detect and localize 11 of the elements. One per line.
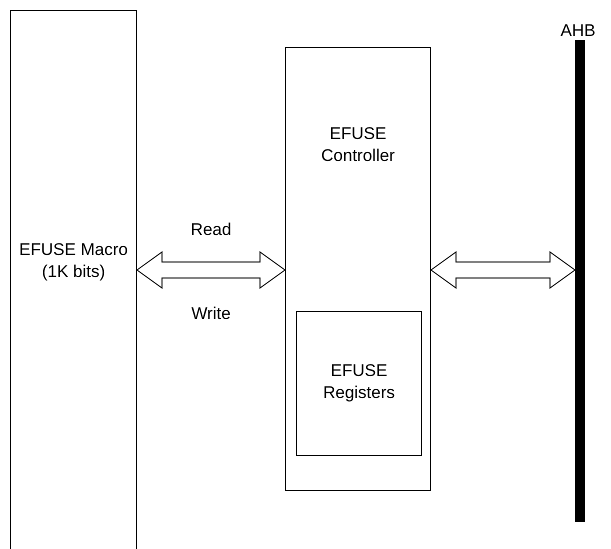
- block-box: [10, 10, 137, 549]
- block-label: EFUSE Controller: [320, 123, 396, 167]
- double-arrow: [136, 251, 286, 289]
- bus-label: AHB: [560, 22, 596, 40]
- edge-label: Read: [190, 220, 232, 240]
- block-box: [296, 311, 422, 456]
- signal-label: Write: [190, 304, 232, 324]
- block-label: EFUSE Registers: [322, 360, 396, 404]
- double-arrow: [430, 251, 576, 289]
- block-box: [285, 47, 431, 491]
- block-label: EFUSE Macro (1K bits): [18, 239, 129, 283]
